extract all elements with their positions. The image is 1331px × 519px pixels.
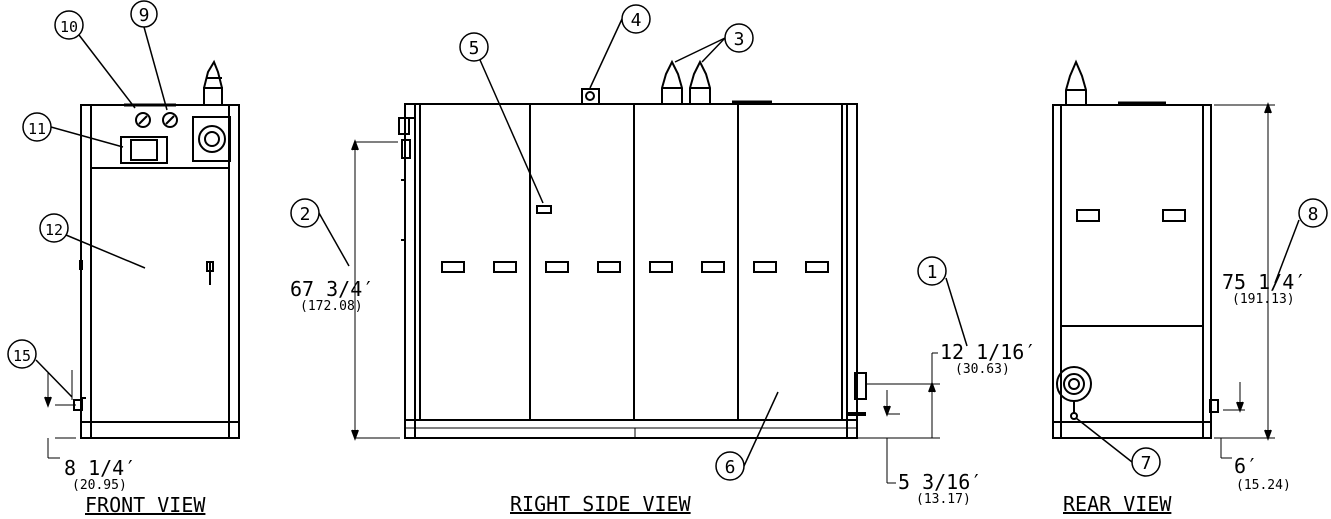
dim-side-base-metric: (13.17) (916, 492, 971, 507)
balloon-3: 3 (734, 29, 745, 50)
dim-rear-height: 75 1/4′ (1222, 270, 1306, 294)
rear-view (1052, 59, 1219, 439)
dim-rear-bottom-metric: (15.24) (1236, 478, 1291, 493)
balloon-15: 15 (13, 347, 31, 365)
dim-side-height-metric: (172.08) (300, 299, 363, 314)
dim-rear-height-metric: (191.13) (1232, 292, 1295, 307)
balloon-11: 11 (28, 120, 46, 138)
side-view-title: RIGHT SIDE VIEW (510, 492, 692, 516)
dim-side-outlet: 12 1/16′ (940, 340, 1036, 364)
side-view (398, 59, 867, 439)
balloon-10: 10 (60, 18, 78, 36)
rear-view-title: REAR VIEW (1063, 492, 1172, 516)
balloon-4: 4 (631, 10, 642, 31)
balloon-12: 12 (45, 221, 63, 239)
balloon-6: 6 (725, 457, 736, 478)
balloon-5: 5 (469, 38, 480, 59)
balloon-1: 1 (927, 262, 938, 283)
balloon-2: 2 (300, 204, 311, 225)
dim-side-base: 5 3/16′ (898, 470, 982, 494)
balloon-7: 7 (1141, 453, 1152, 474)
dim-front-bottom: 8 1/4′ (64, 456, 136, 480)
front-view (73, 59, 240, 439)
dim-rear-bottom: 6′ (1234, 454, 1258, 478)
balloon-9: 9 (139, 5, 150, 26)
dim-side-outlet-metric: (30.63) (955, 362, 1010, 377)
front-view-title: FRONT VIEW (85, 493, 206, 517)
dim-front-bottom-metric: (20.95) (72, 478, 127, 493)
balloon-8: 8 (1308, 204, 1319, 225)
dim-side-height: 67 3/4′ (290, 277, 374, 301)
